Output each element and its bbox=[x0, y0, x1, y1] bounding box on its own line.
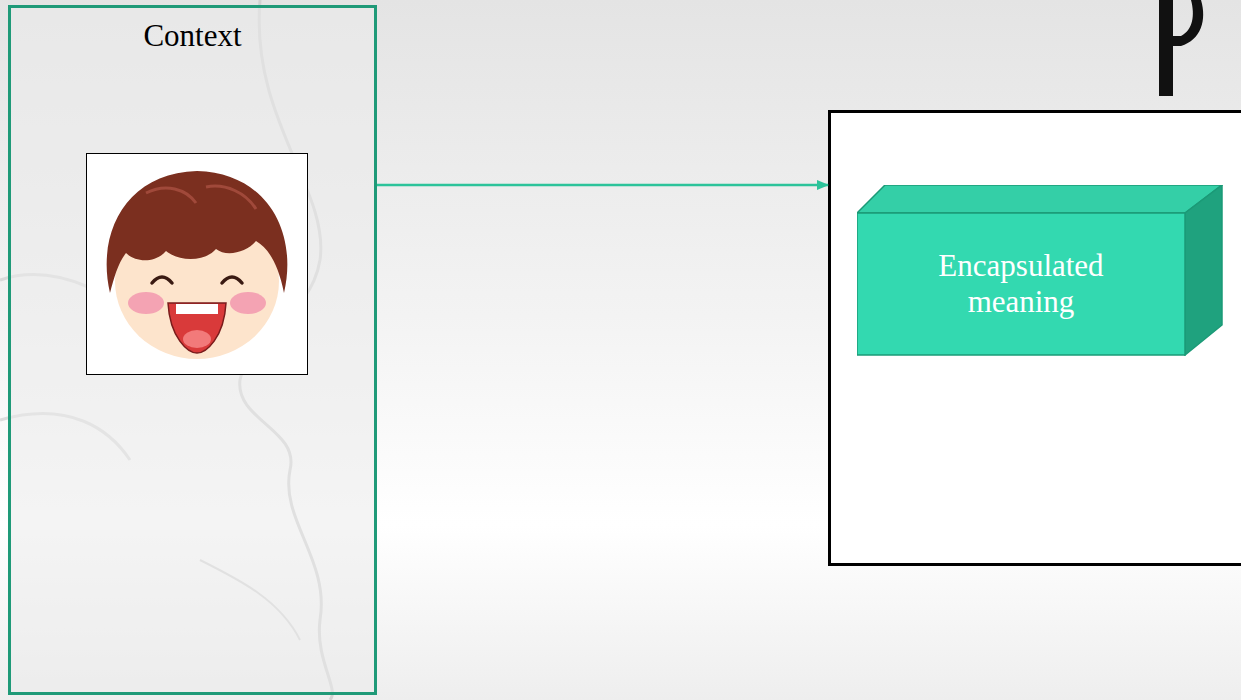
block-label: Encapsulated meaning bbox=[916, 248, 1126, 319]
block-label-wrap: Encapsulated meaning bbox=[857, 213, 1185, 355]
block-face bbox=[1185, 185, 1222, 355]
output-box: Encapsulated meaning bbox=[828, 110, 1241, 566]
block-face bbox=[857, 185, 1222, 213]
cropped-title-glyph bbox=[1141, 0, 1241, 100]
panel-title: Context bbox=[143, 18, 241, 53]
block-face bbox=[857, 213, 1185, 355]
cartoon-face-illustration bbox=[86, 153, 308, 375]
flow-arrow bbox=[377, 184, 828, 187]
encapsulated-block: Encapsulated meaning bbox=[857, 185, 1223, 356]
panel-title-wrap: Context bbox=[11, 18, 374, 54]
